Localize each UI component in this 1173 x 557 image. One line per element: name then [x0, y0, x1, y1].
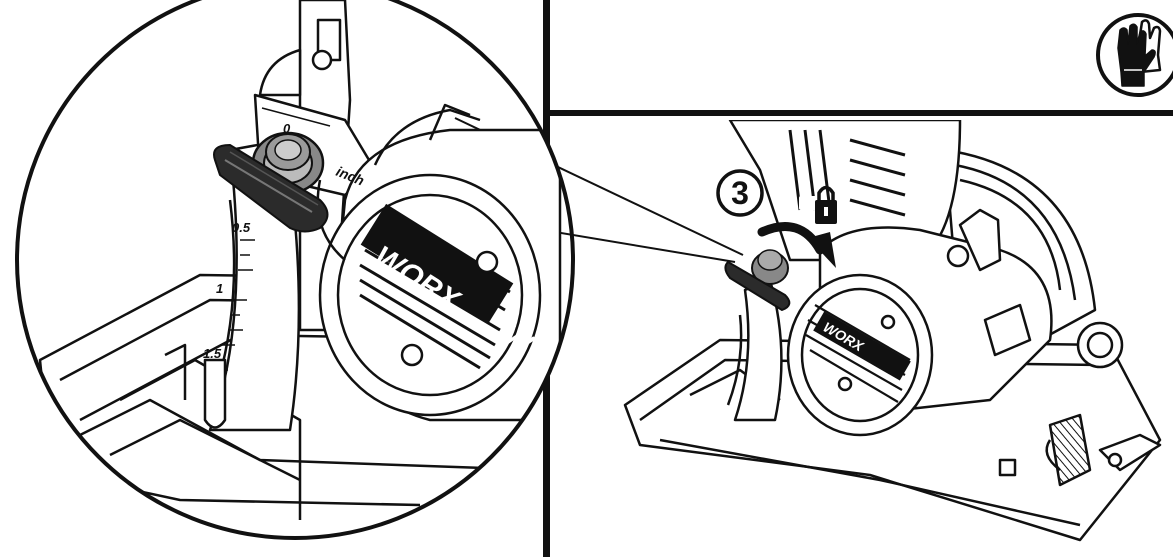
saw-bevel-knob	[724, 249, 791, 311]
step-number: 3	[731, 175, 749, 211]
zoom-circle-outline	[15, 0, 575, 540]
zoom-detail: 0 inch 0.5 1 1.5 WORX W	[15, 0, 575, 540]
bevel-lock-knob	[213, 131, 329, 233]
gloves-icon	[1096, 13, 1173, 97]
handle-vents	[788, 129, 906, 217]
depth-knob	[1048, 413, 1092, 487]
scale-one-half-label: 1.5	[203, 346, 222, 361]
scale-half-label: 0.5	[232, 220, 251, 235]
rotate-arrow-icon	[757, 221, 836, 268]
scale-one-label: 1	[216, 281, 223, 296]
step-number-badge: 3	[716, 169, 764, 217]
lock-icon	[799, 185, 837, 224]
scale-zero-label: 0	[283, 121, 291, 136]
saw-bevel-arm	[733, 278, 783, 422]
saw-illustration: 3 WORX	[623, 120, 1162, 542]
